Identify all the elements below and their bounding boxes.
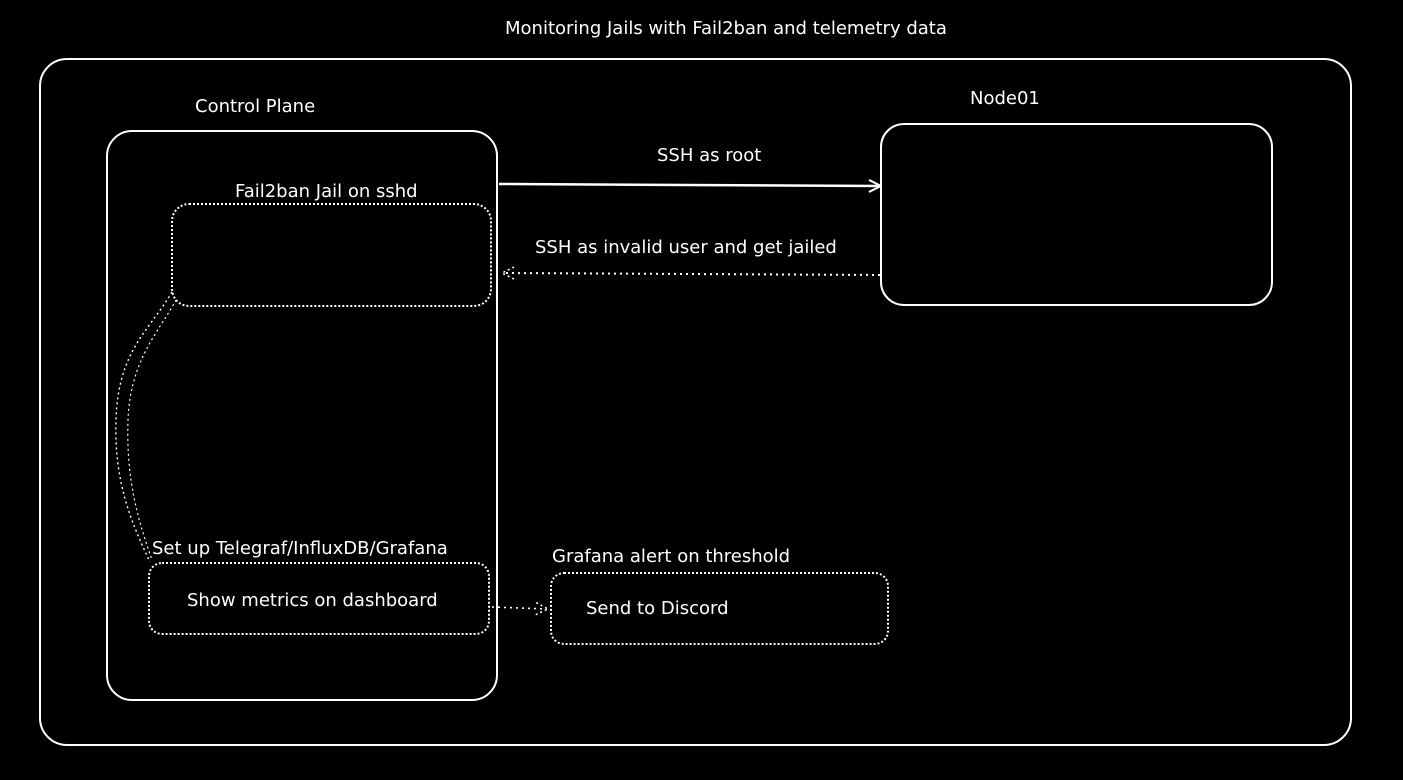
telemetry-stack-box	[148, 562, 490, 635]
telemetry-stack-label: Set up Telegraf/InfluxDB/Grafana	[152, 538, 448, 559]
node01-box	[880, 123, 1273, 306]
ssh-root-arrow	[498, 184, 880, 186]
control-plane-box	[106, 130, 498, 701]
outer-frame	[39, 58, 1352, 746]
ssh-root-label: SSH as root	[657, 145, 762, 166]
diagram-title: Monitoring Jails with Fail2ban and telem…	[505, 18, 947, 39]
control-plane-label: Control Plane	[195, 96, 316, 117]
grafana-alert-label: Grafana alert on threshold	[552, 546, 791, 567]
telemetry-stack-text: Show metrics on dashboard	[187, 590, 438, 611]
grafana-alert-text: Send to Discord	[586, 598, 729, 619]
node01-label: Node01	[970, 88, 1040, 109]
fail2ban-jail-label: Fail2ban Jail on sshd	[235, 181, 418, 202]
jail-to-telemetry-connector-secondary	[127, 299, 177, 561]
ssh-invalid-label: SSH as invalid user and get jailed	[535, 237, 837, 258]
fail2ban-jail-box	[171, 203, 492, 307]
grafana-alert-box	[550, 572, 889, 645]
